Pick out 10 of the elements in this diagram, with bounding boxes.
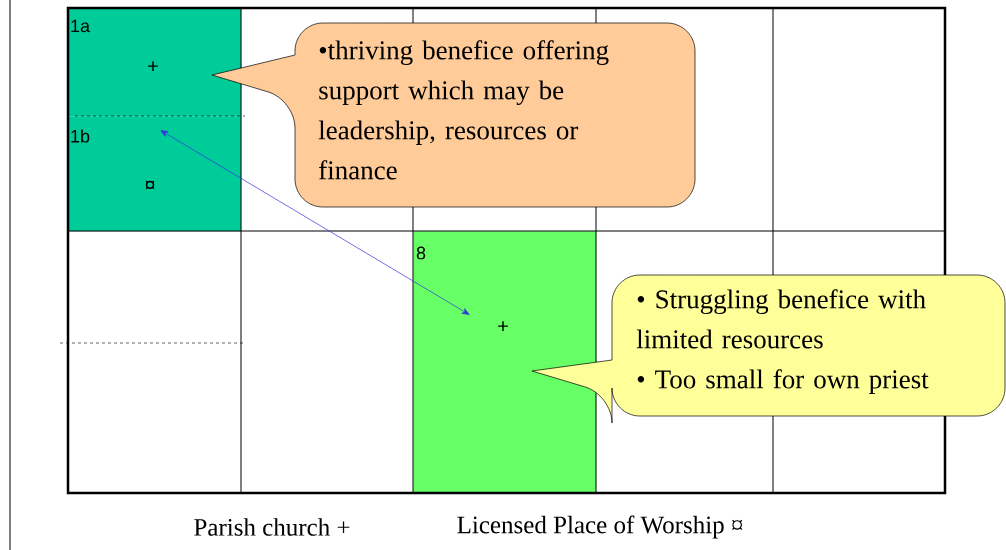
speech-bubble: •thriving benefice offering support which may be leadership, resources or finance (211, 22, 696, 208)
node-label: ¤ (145, 180, 155, 190)
grid-cell: 8 + (413, 231, 597, 494)
legend-text: Parish church + (194, 518, 350, 536)
arrow (160, 130, 470, 315)
grid-cell: 1b ¤ (68, 116, 242, 232)
legend-text: Licensed Place of Worship ¤ (457, 515, 743, 539)
node-label: 1b (71, 129, 90, 143)
grid-cell: 1a + (68, 8, 242, 117)
speech-bubble: • Struggling benefice with limited resources • Too small for own priest (531, 274, 1006, 424)
